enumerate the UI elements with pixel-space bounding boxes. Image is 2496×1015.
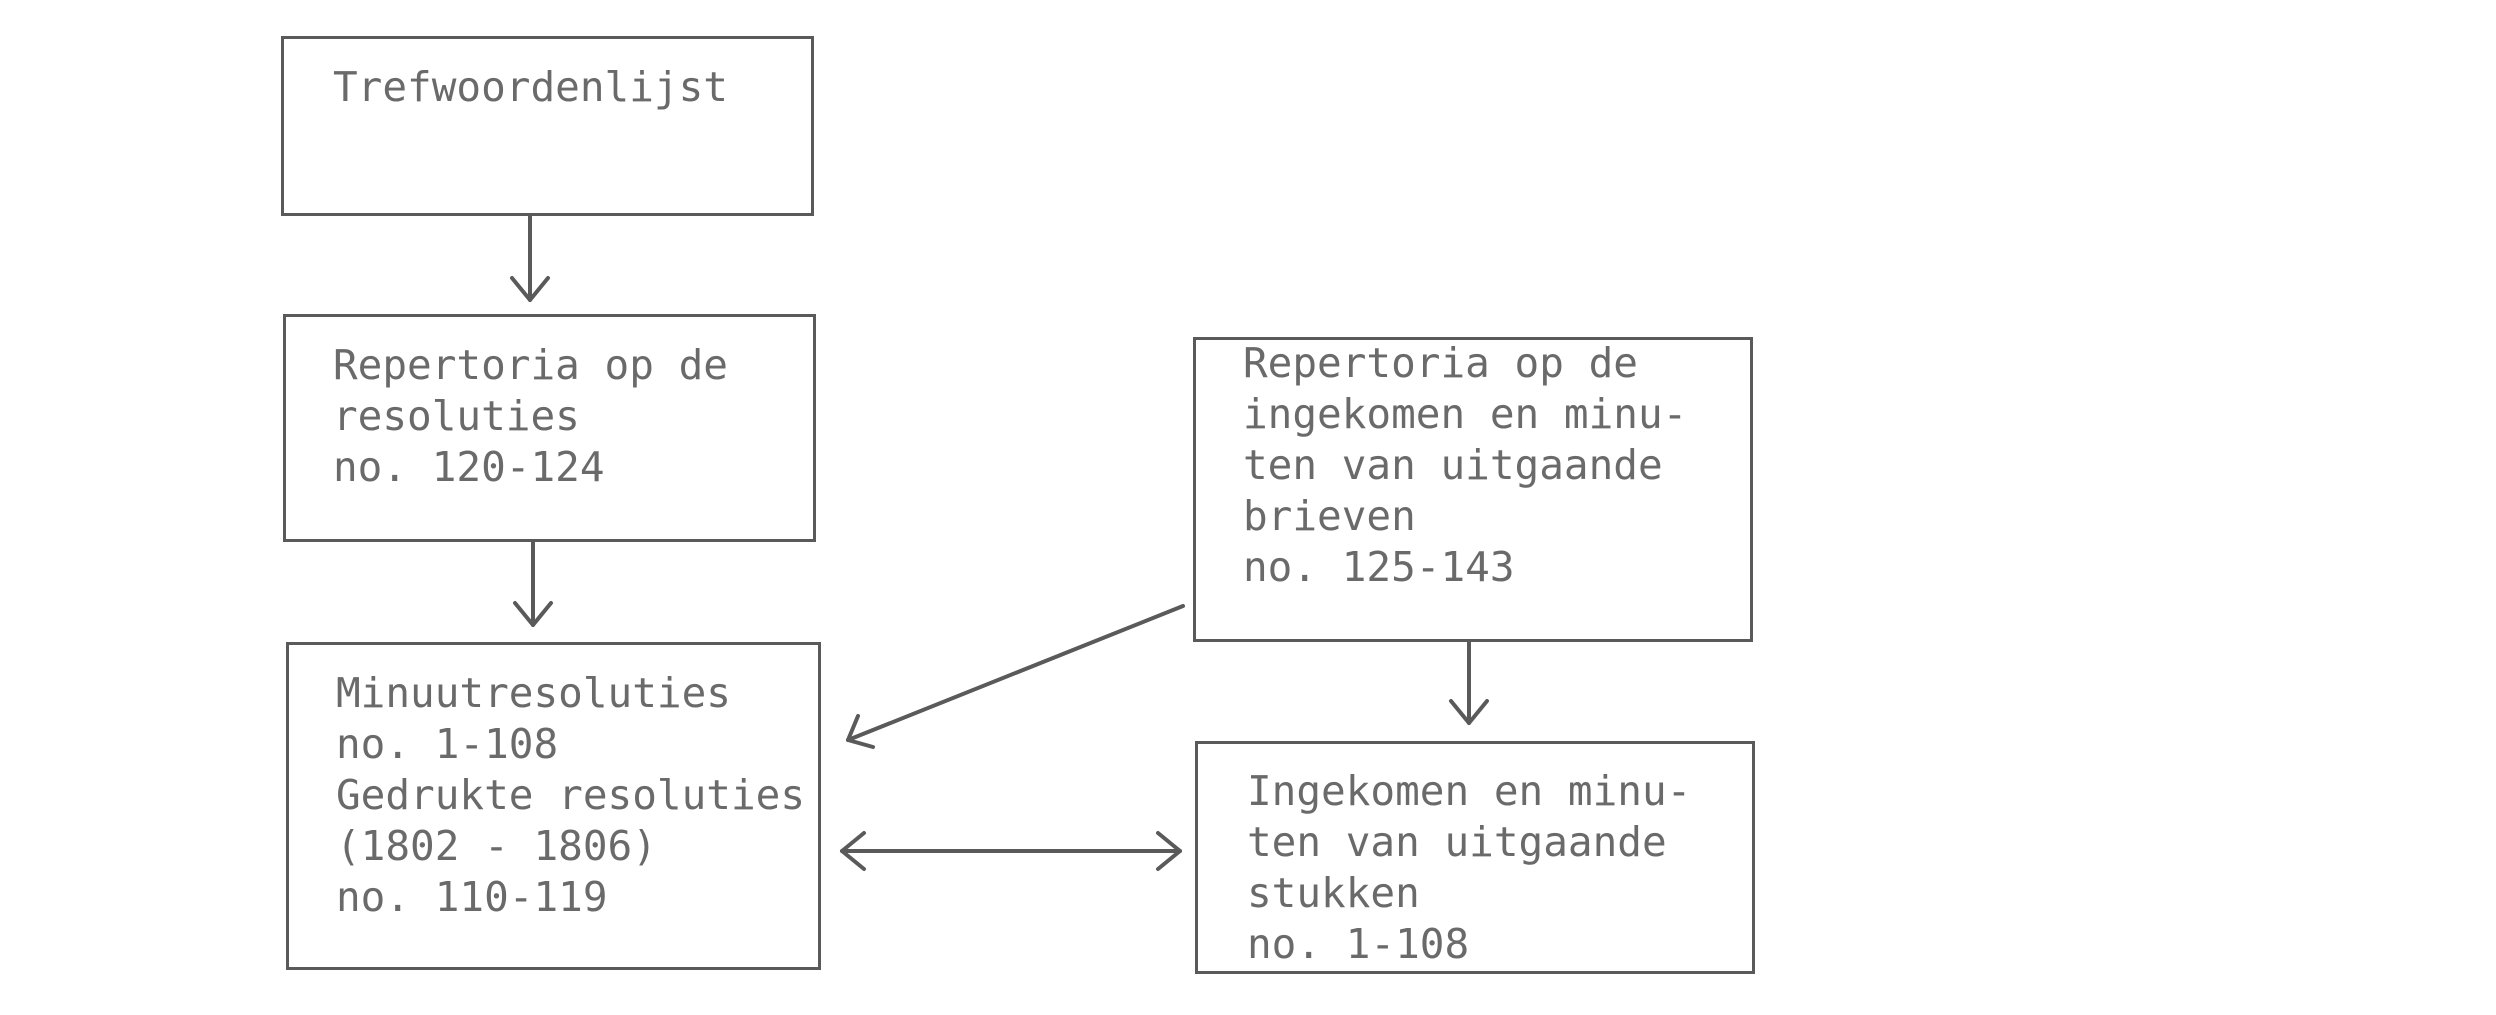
box-text-line: Ingekomen en minu-: [1247, 767, 1692, 815]
box-text-line: ten van uitgaande: [1247, 818, 1667, 866]
double-arrow-resolutions-incoming: [840, 831, 1182, 871]
arrow-keyword-to-repertoria: [510, 214, 550, 302]
box-text-line: no. 125-143: [1243, 543, 1515, 591]
box-text-line: Gedrukte resoluties: [336, 771, 805, 819]
box-keyword-list: [281, 36, 814, 216]
box-text-line: resoluties: [333, 392, 580, 440]
box-repertoria-letters: [1193, 337, 1753, 642]
arrow-repertoria-letters-to-minute-resolutions: [846, 604, 1185, 749]
box-text-line: no. 110-119: [336, 873, 608, 921]
arrow-repertoria-to-minute-resolutions: [513, 540, 553, 627]
box-incoming-outgoing: [1195, 741, 1755, 974]
box-text-line: no. 1-108: [1247, 920, 1470, 968]
box-keyword-list-text: Trefwoordenlijst: [333, 62, 728, 113]
box-text-line: no. 1-108: [336, 720, 559, 768]
box-text-line: stukken: [1247, 869, 1420, 917]
box-text-line: Trefwoordenlijst: [333, 63, 728, 111]
box-text-line: Repertoria op de: [1243, 339, 1638, 387]
box-text-line: Repertoria op de: [333, 341, 728, 389]
arrow-repertoria-letters-to-incoming: [1449, 640, 1489, 725]
box-text-line: no. 120-124: [333, 443, 605, 491]
box-text-line: ingekomen en minu-: [1243, 390, 1688, 438]
box-text-line: brieven: [1243, 492, 1416, 540]
box-text-line: ten van uitgaande: [1243, 441, 1663, 489]
box-text-line: Minuutresoluties: [336, 669, 731, 717]
box-repertoria-resolutions: [283, 314, 816, 542]
box-text-line: (1802 - 1806): [336, 822, 657, 870]
box-minute-resolutions: [286, 642, 821, 970]
